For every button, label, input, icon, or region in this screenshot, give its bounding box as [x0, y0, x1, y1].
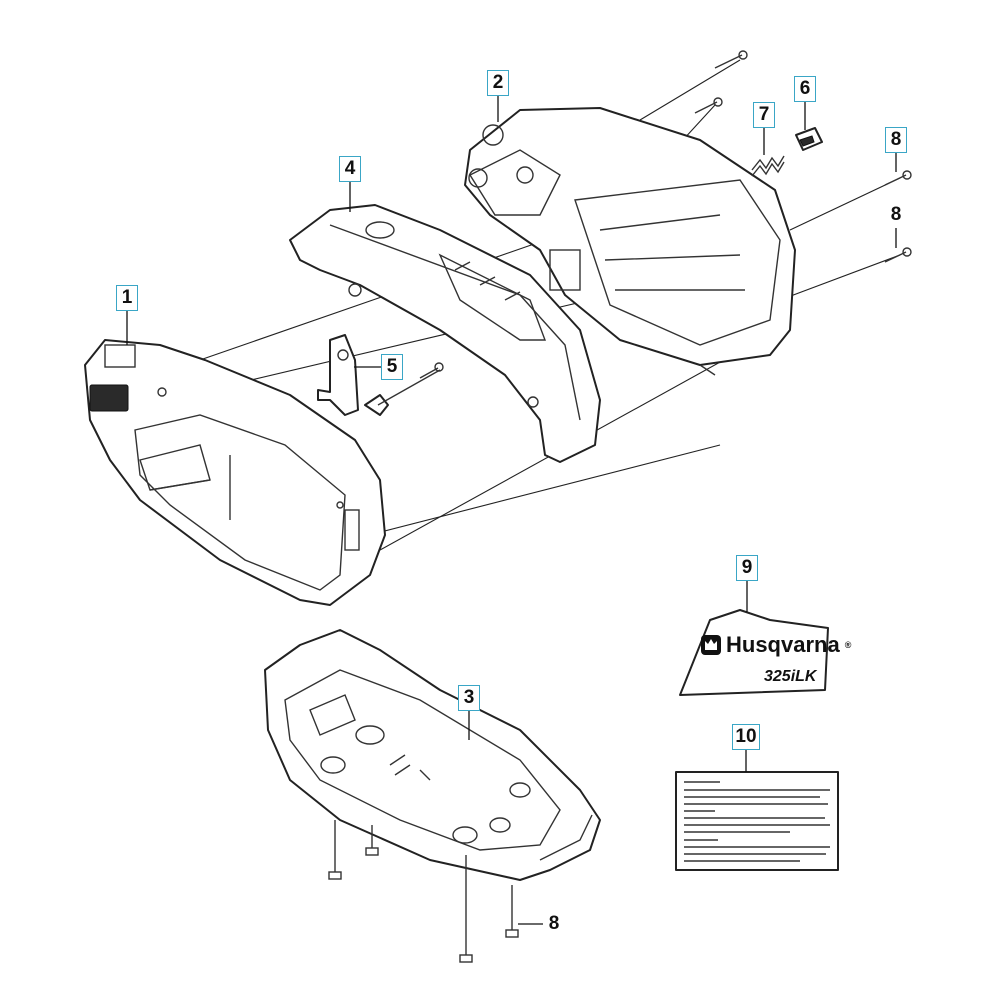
callout-part-8-boxed: 8: [885, 127, 907, 153]
callout-part-9: 9: [736, 555, 758, 581]
callout-part-4: 4: [339, 156, 361, 182]
rear-housing-part: [464, 107, 796, 376]
callout-part-10: 10: [732, 724, 760, 750]
front-housing-part: [84, 339, 386, 606]
screws: [328, 50, 912, 963]
husqvarna-crown-icon: [701, 635, 721, 655]
callout-part-8-top: 8: [890, 204, 902, 225]
top-cover-part: [289, 204, 601, 463]
callout-part-8-bottom: 8: [548, 913, 560, 934]
callout-part-5: 5: [381, 354, 403, 380]
decal-registered-mark: ®: [844, 640, 852, 650]
callout-part-1: 1: [116, 285, 138, 311]
spring-part: [751, 155, 785, 177]
decal-brand-logo: Husqvarna ®: [700, 632, 851, 658]
decal-model-name: 325iLK: [764, 668, 817, 685]
callout-part-6: 6: [794, 76, 816, 102]
decal-brand-name: Husqvarna: [726, 632, 840, 657]
callout-part-3: 3: [458, 685, 480, 711]
clip-part: [795, 127, 823, 151]
bracket-part: [317, 334, 441, 416]
brand-decal-part: [679, 609, 829, 696]
bottom-cover-part: [264, 629, 601, 881]
warning-label-part: [675, 771, 839, 871]
callout-part-2: 2: [487, 70, 509, 96]
leader-lines: [126, 96, 897, 925]
callout-part-7: 7: [753, 102, 775, 128]
